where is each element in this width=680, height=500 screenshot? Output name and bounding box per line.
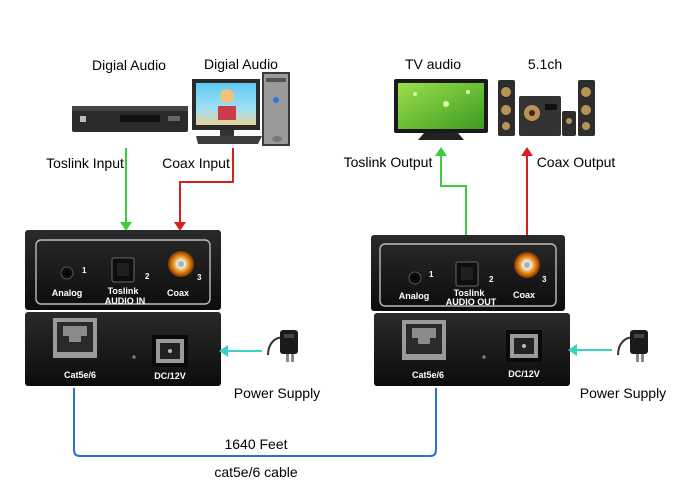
toslink-input-label: Toslink Input	[46, 155, 124, 171]
tx-toslink-number: 2	[145, 272, 150, 281]
speaker-system-icon	[498, 80, 595, 136]
power-supply-left-label: Power Supply	[234, 385, 320, 401]
power-supply-right-label: Power Supply	[580, 385, 666, 401]
dvd-player-icon	[72, 106, 188, 132]
tx-analog-label: Analog	[52, 288, 83, 298]
cable-type-label: cat5e/6 cable	[214, 464, 297, 480]
coax-input-label: Coax Input	[162, 155, 230, 171]
tx-audio-in-label: AUDIO IN	[105, 296, 146, 306]
rx-toslink-label: Toslink	[454, 288, 486, 298]
power-adapter-left-icon	[267, 330, 298, 362]
coax-input-line	[174, 148, 234, 231]
transmitter-audio-panel	[25, 230, 221, 310]
toslink-output-line	[435, 147, 467, 240]
tx-dc-label: DC/12V	[154, 371, 186, 381]
tx-toslink-label: Toslink	[108, 286, 140, 296]
rx-audio-out-label: AUDIO OUT	[446, 297, 497, 307]
source-player-label: Digial Audio	[92, 57, 166, 73]
tx-coax-number: 3	[197, 273, 202, 282]
desktop-computer-icon	[192, 72, 290, 146]
coax-output-line	[521, 147, 533, 240]
power-line-left	[219, 345, 262, 357]
tx-cat-label: Cat5e/6	[64, 370, 96, 380]
rx-dc-label: DC/12V	[508, 369, 540, 379]
tx-analog-number: 1	[82, 266, 87, 275]
speakers-label: 5.1ch	[528, 56, 562, 72]
power-line-right	[568, 344, 612, 356]
rx-toslink-number: 2	[489, 275, 494, 284]
rx-analog-number: 1	[429, 270, 434, 279]
coax-output-label: Coax Output	[537, 154, 616, 170]
tx-coax-label: Coax	[167, 288, 189, 298]
cat-cable-line	[73, 388, 437, 457]
tv-audio-label: TV audio	[405, 56, 461, 72]
rx-cat-label: Cat5e/6	[412, 370, 444, 380]
power-adapter-right-icon	[617, 330, 648, 362]
rx-analog-label: Analog	[399, 291, 430, 301]
rx-coax-number: 3	[542, 275, 547, 284]
distance-label: 1640 Feet	[224, 436, 287, 452]
receiver-audio-panel	[371, 235, 565, 311]
transmitter-network-panel	[25, 312, 221, 386]
receiver-network-panel	[374, 313, 570, 386]
tv-icon	[394, 79, 488, 140]
toslink-input-line	[120, 148, 132, 231]
source-pc-label: Digial Audio	[204, 56, 278, 72]
toslink-output-label: Toslink Output	[344, 154, 433, 170]
rx-coax-label: Coax	[513, 290, 535, 300]
